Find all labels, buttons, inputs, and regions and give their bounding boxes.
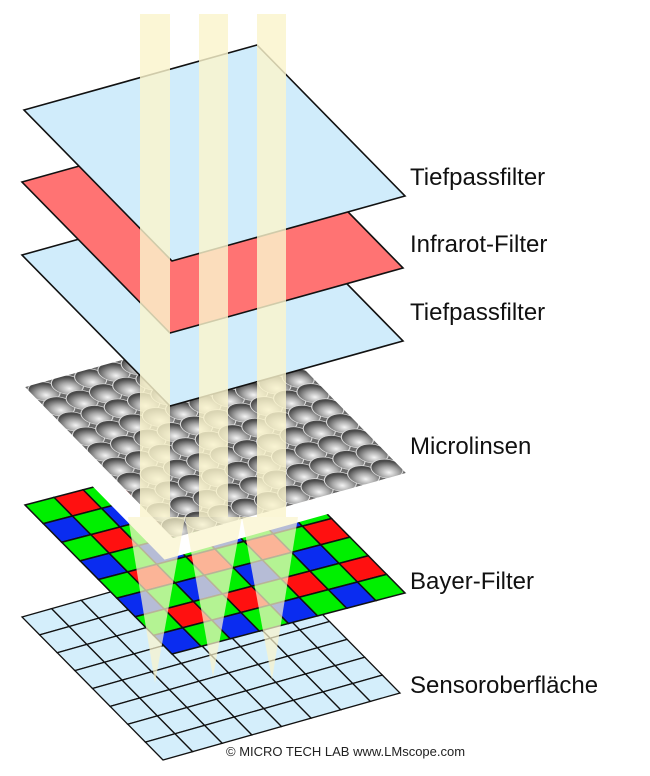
light-cone: [128, 517, 185, 683]
bayer-cell: [358, 574, 406, 600]
light-beams: [128, 14, 298, 683]
light-cone: [242, 517, 298, 680]
label-infrarot-filter: Infrarot-Filter: [410, 231, 548, 258]
label-microlinsen: Microlinsen: [410, 433, 532, 460]
label-tiefpassfilter-bottom: Tiefpassfilter: [410, 299, 546, 326]
light-cone: [185, 517, 242, 677]
light-beam: [257, 14, 286, 517]
light-beam: [199, 14, 228, 517]
microlens-edge-mask: [0, 300, 445, 560]
copyright-notice: © MICRO TECH LAB www.LMscope.com: [226, 744, 466, 759]
label-bayer-filter: Bayer-Filter: [410, 568, 535, 595]
label-sensoroberflaeche: Sensoroberfläche: [410, 672, 599, 699]
light-beam: [140, 14, 170, 517]
sensor-pixel: [353, 675, 400, 701]
label-tiefpassfilter-top: Tiefpassfilter: [410, 164, 546, 191]
